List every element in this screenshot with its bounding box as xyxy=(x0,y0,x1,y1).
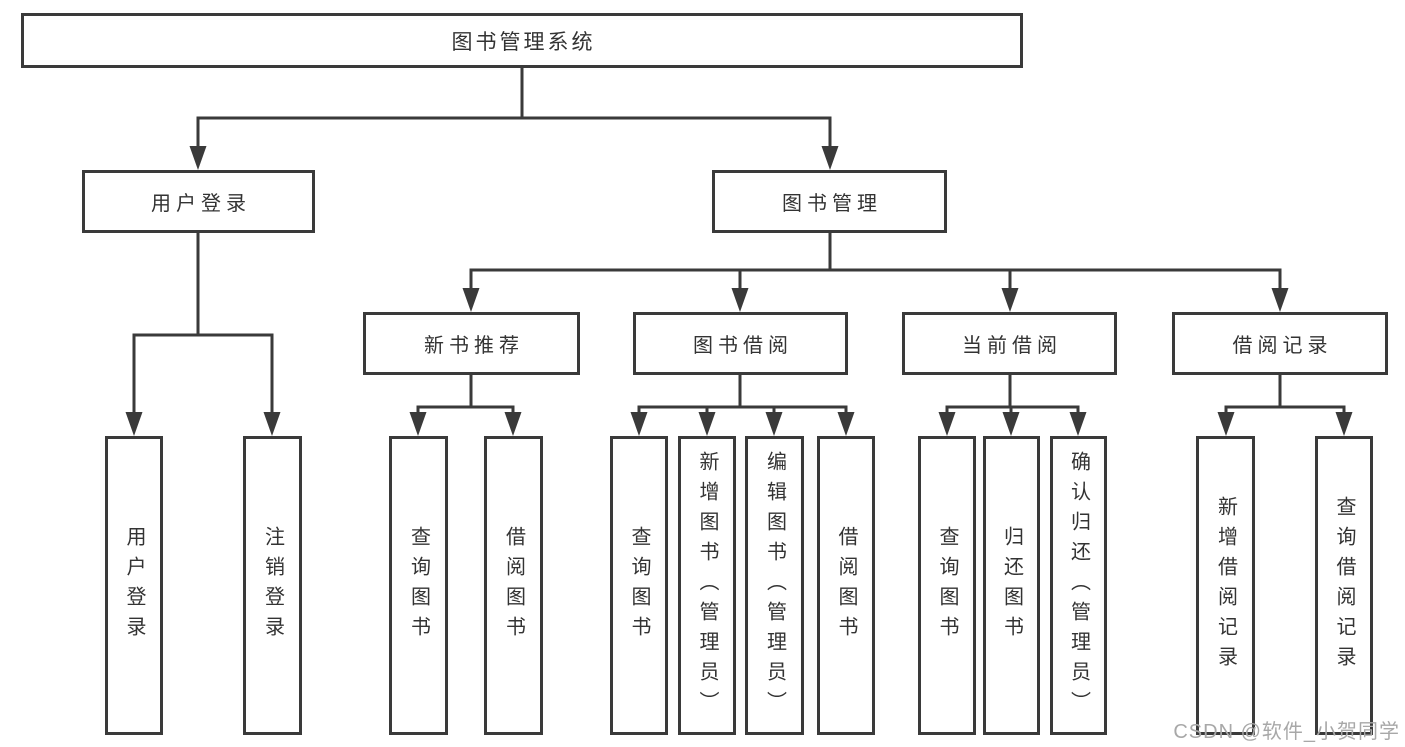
connector-book-borrow-branch xyxy=(637,375,848,416)
connector-borrow-records-branch xyxy=(1224,375,1346,416)
node-root-system: 图书管理系统 xyxy=(21,13,1023,68)
connector-new-book-branch xyxy=(416,375,515,416)
connector-user-login-branch xyxy=(132,233,274,416)
node-leaf-query-books-2: 查询图书 xyxy=(610,436,668,735)
node-user-login-label: 用户登录 xyxy=(151,193,251,215)
node-leaf-logout: 注销登录 xyxy=(243,436,302,735)
node-leaf-logout-label: 注销登录 xyxy=(261,525,284,646)
node-current-borrow-label: 当前借阅 xyxy=(962,335,1062,357)
node-book-borrow-label: 图书借阅 xyxy=(693,335,793,357)
node-leaf-edit-books-admin-label: 编辑图书（管理员） xyxy=(763,450,786,721)
node-leaf-query-books-3-label: 查询图书 xyxy=(936,525,958,646)
node-new-book-recommend: 新书推荐 xyxy=(363,312,580,375)
node-leaf-edit-books-admin: 编辑图书（管理员） xyxy=(745,436,804,735)
connector-book-mgmt-branch xyxy=(469,232,1282,292)
node-book-mgmt: 图书管理 xyxy=(712,170,947,233)
node-leaf-user-login: 用户登录 xyxy=(105,436,163,735)
node-root-system-label: 图书管理系统 xyxy=(451,30,596,54)
connector-root-to-level2 xyxy=(196,68,832,150)
node-leaf-query-books-1: 查询图书 xyxy=(389,436,448,735)
node-leaf-user-login-label: 用户登录 xyxy=(123,525,145,646)
node-leaf-borrow-books-2: 借阅图书 xyxy=(817,436,875,735)
node-borrow-records: 借阅记录 xyxy=(1172,312,1388,375)
node-leaf-borrow-books-1: 借阅图书 xyxy=(484,436,543,735)
node-book-borrow: 图书借阅 xyxy=(633,312,848,375)
node-leaf-add-borrow-record: 新增借阅记录 xyxy=(1196,436,1255,735)
node-leaf-confirm-return-admin: 确认归还（管理员） xyxy=(1050,436,1107,735)
node-user-login: 用户登录 xyxy=(82,170,315,233)
node-leaf-add-borrow-record-label: 新增借阅记录 xyxy=(1214,495,1237,676)
node-leaf-borrow-books-1-label: 借阅图书 xyxy=(502,525,525,646)
node-leaf-add-books-admin-label: 新增图书（管理员） xyxy=(696,450,718,721)
node-leaf-confirm-return-admin-label: 确认归还（管理员） xyxy=(1067,450,1090,721)
node-leaf-add-books-admin: 新增图书（管理员） xyxy=(678,436,736,735)
node-leaf-borrow-books-2-label: 借阅图书 xyxy=(835,525,857,646)
node-book-mgmt-label: 图书管理 xyxy=(782,193,882,215)
node-leaf-query-borrow-record: 查询借阅记录 xyxy=(1315,436,1373,735)
node-leaf-return-books-label: 归还图书 xyxy=(1000,525,1023,646)
node-borrow-records-label: 借阅记录 xyxy=(1232,335,1333,357)
node-new-book-recommend-label: 新书推荐 xyxy=(424,335,524,357)
node-leaf-query-books-2-label: 查询图书 xyxy=(628,525,650,646)
connector-current-borrow-branch xyxy=(945,375,1080,416)
node-leaf-return-books: 归还图书 xyxy=(983,436,1040,735)
node-leaf-query-books-1-label: 查询图书 xyxy=(407,525,430,646)
arrowheads xyxy=(125,146,1353,436)
node-leaf-query-borrow-record-label: 查询借阅记录 xyxy=(1333,495,1355,676)
csdn-watermark: CSDN @软件_小贺同学 xyxy=(1173,721,1400,743)
node-current-borrow: 当前借阅 xyxy=(902,312,1117,375)
node-leaf-query-books-3: 查询图书 xyxy=(918,436,976,735)
